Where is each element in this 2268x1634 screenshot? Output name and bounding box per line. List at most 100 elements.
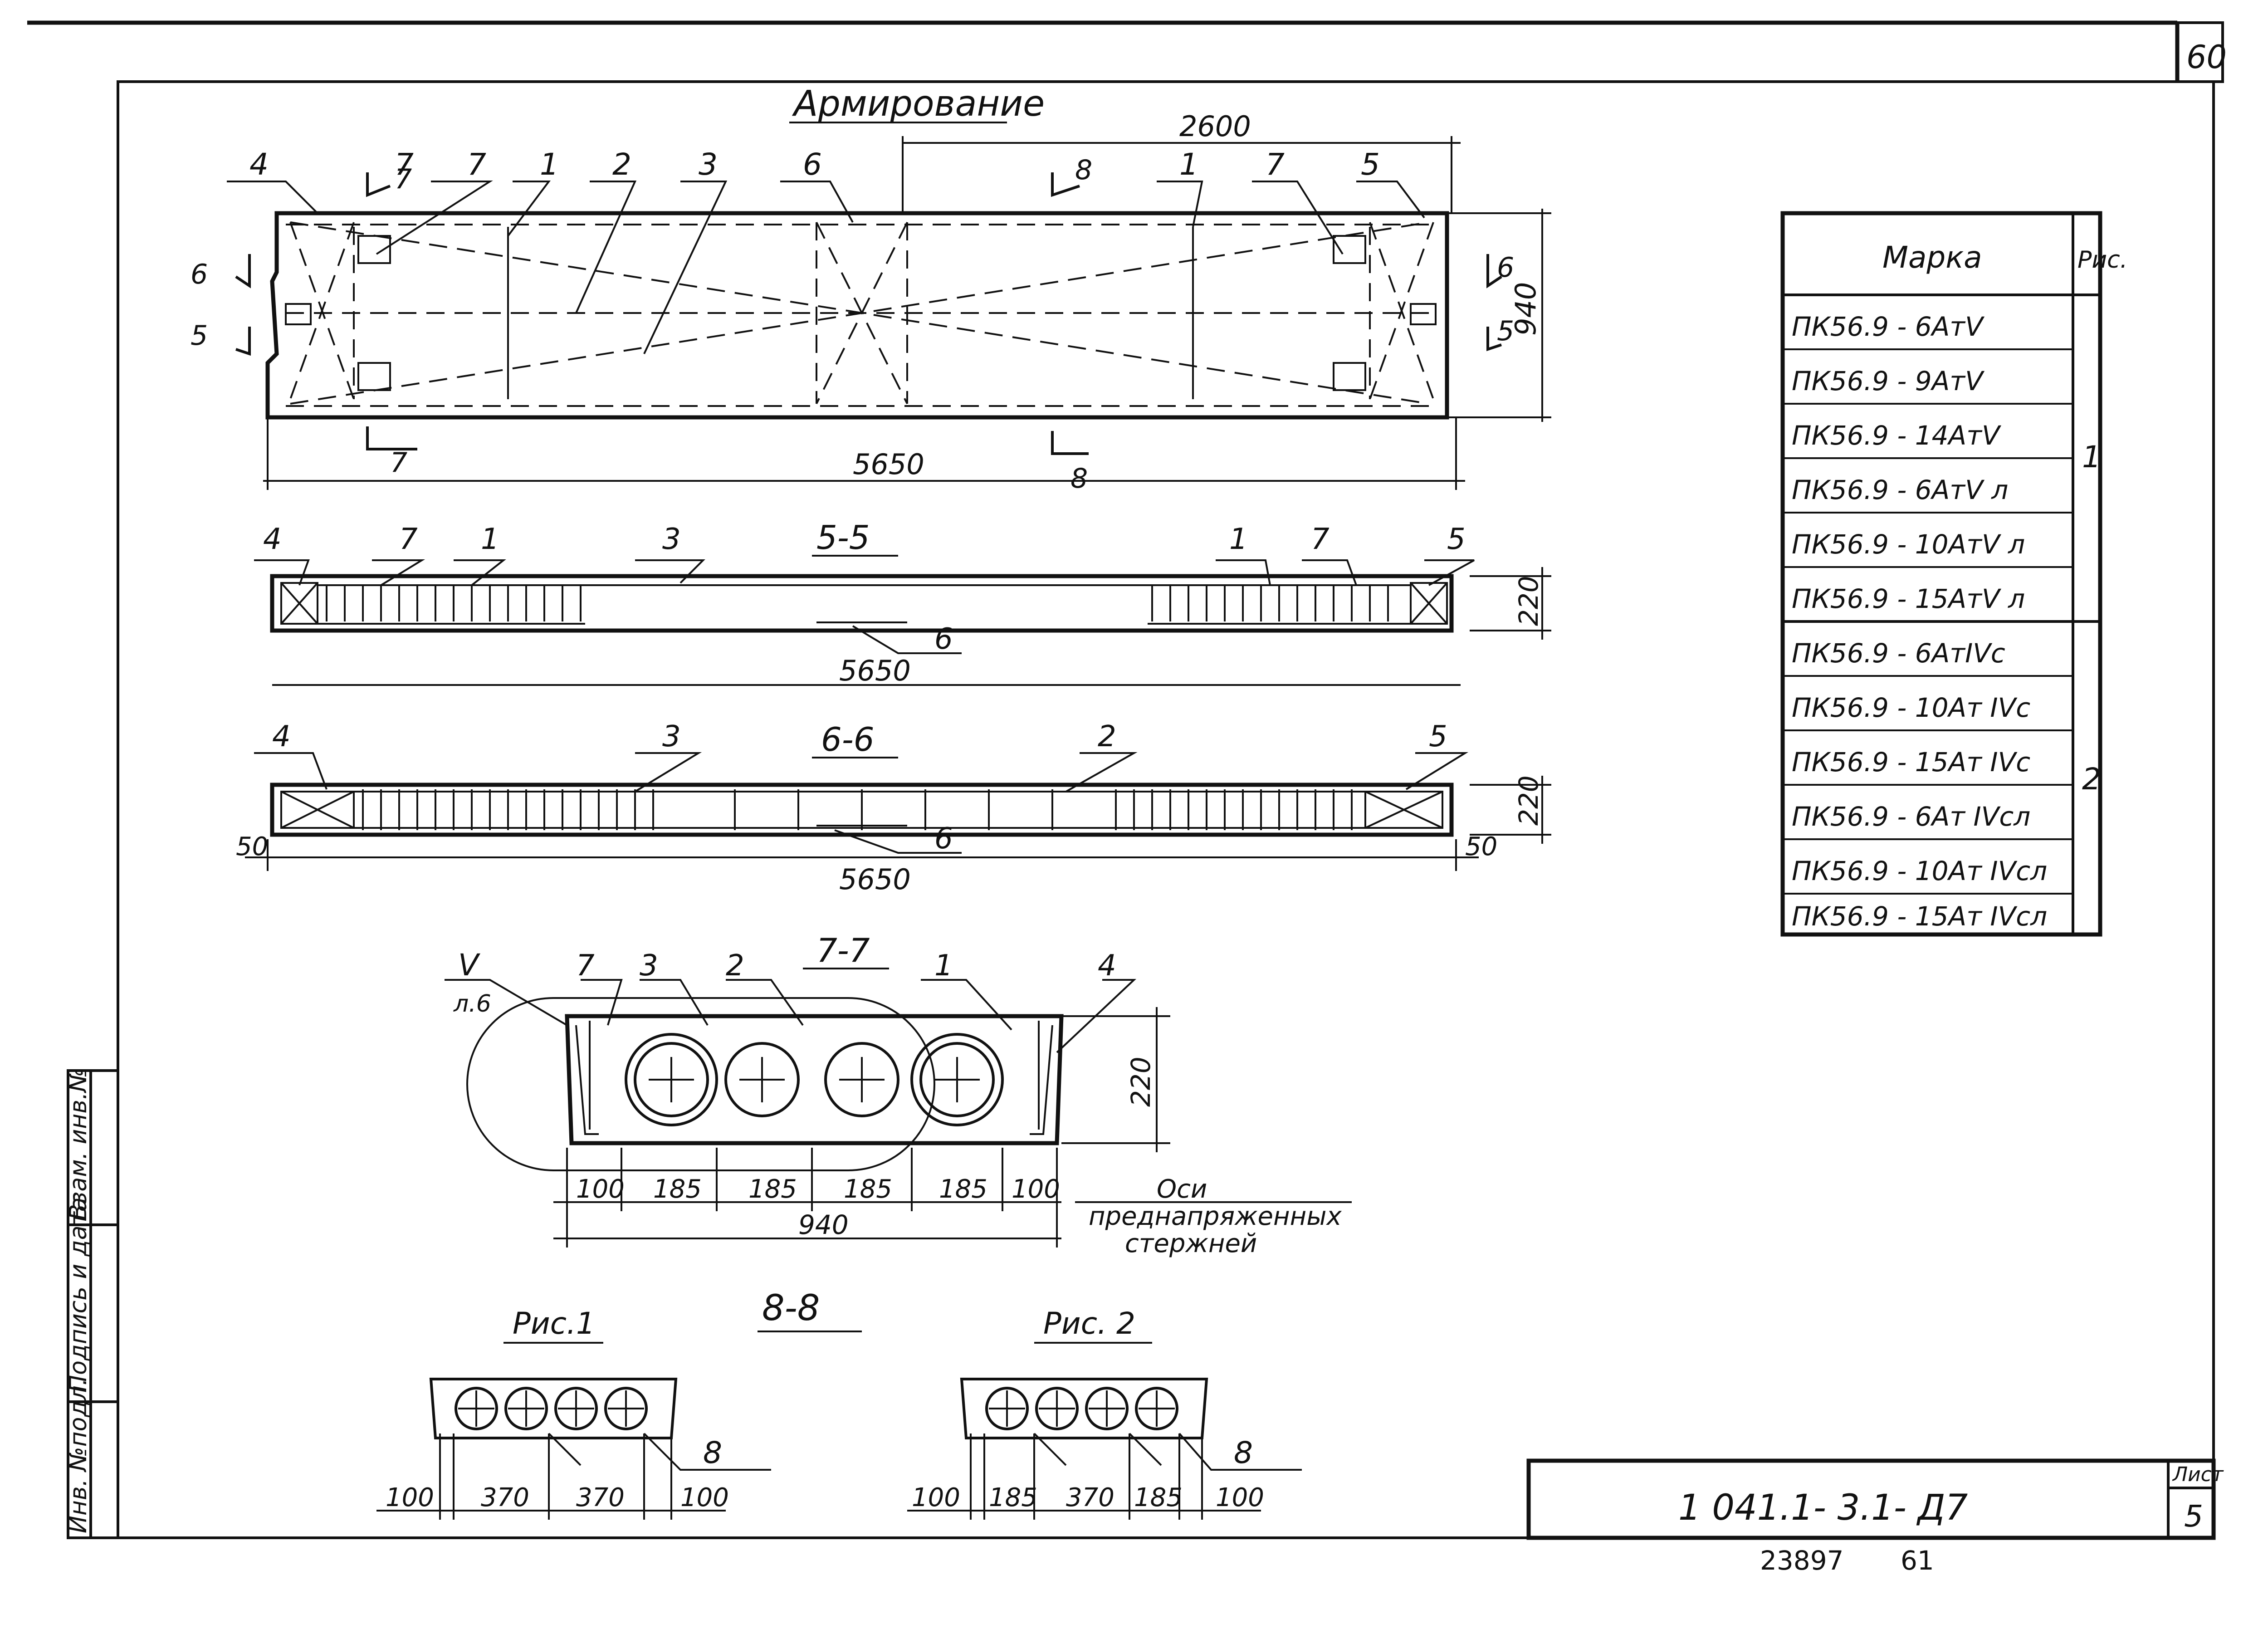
table-header-mark: Марка bbox=[1882, 240, 1982, 275]
corner-sheet-number: 60 bbox=[2186, 39, 2227, 76]
archive-page: 61 bbox=[1901, 1545, 1934, 1576]
s77-pos-2: 2 bbox=[726, 949, 744, 983]
section-7-7 bbox=[445, 968, 1352, 1248]
s55-pos-6: 6 bbox=[934, 622, 953, 656]
fig1-dim-100b: 100 bbox=[680, 1483, 729, 1512]
section-8-8-title: 8-8 bbox=[762, 1288, 820, 1329]
s77-pos-4: 4 bbox=[1098, 949, 1116, 983]
s66-dim-50-left: 50 bbox=[236, 832, 268, 861]
marks-table-grid bbox=[1780, 211, 2102, 937]
stamp-sheet-label: Лист bbox=[2172, 1463, 2224, 1486]
s66-dim-220: 220 bbox=[1513, 775, 1544, 826]
plan-pos-3: 3 bbox=[699, 147, 718, 182]
fig2-section bbox=[907, 1378, 1302, 1520]
s55-dim-220: 220 bbox=[1513, 576, 1544, 626]
side-label-signature: Подпись и дата bbox=[65, 1197, 92, 1393]
sheet-frame bbox=[27, 20, 2224, 1539]
plan-view bbox=[265, 211, 1449, 420]
s77-dim-185a: 185 bbox=[653, 1174, 702, 1204]
table-fig-2: 2 bbox=[2082, 762, 2101, 797]
fig2-dim-100a: 100 bbox=[912, 1483, 960, 1512]
s55-pos-1a: 1 bbox=[481, 523, 499, 556]
s77-node-mark: V bbox=[458, 948, 480, 983]
fig1-dim-100a: 100 bbox=[386, 1483, 434, 1512]
table-row-2: ПК56.9 - 9АтV bbox=[1792, 366, 1985, 396]
s55-pos-1b: 1 bbox=[1229, 523, 1248, 556]
section-6-6-title: 6-6 bbox=[821, 720, 875, 758]
table-row-5: ПК56.9 - 10АтV л bbox=[1792, 529, 2025, 560]
drawing-title: Армирование bbox=[792, 83, 1045, 124]
s66-pos-3: 3 bbox=[662, 720, 681, 753]
plan-section-5-right: 5 bbox=[1497, 315, 1514, 347]
table-fig-1: 1 bbox=[2082, 440, 2101, 475]
table-row-6: ПК56.9 - 15АтV л bbox=[1792, 583, 2025, 614]
fig2-dim-185b: 185 bbox=[1134, 1483, 1183, 1512]
s77-node-sheet: л.6 bbox=[453, 990, 491, 1018]
section-5-5 bbox=[254, 555, 1551, 686]
plan-section-8-bottom: 8 bbox=[1070, 463, 1088, 494]
section-6-6 bbox=[245, 752, 1551, 871]
plan-dim-940: 940 bbox=[1509, 282, 1542, 336]
s77-dim-185c: 185 bbox=[844, 1174, 892, 1204]
fig2-dim-100b: 100 bbox=[1216, 1483, 1264, 1512]
plan-pos-7b: 7 bbox=[467, 147, 486, 182]
fig1-label: Рис.1 bbox=[513, 1306, 595, 1341]
s77-note-line3: стержней bbox=[1125, 1229, 1257, 1258]
side-label-replace: Взам. инв.№ bbox=[65, 1067, 92, 1220]
fig1-dim-370b: 370 bbox=[576, 1483, 625, 1512]
plan-section-5-left: 5 bbox=[191, 320, 208, 352]
s77-note-line2: преднапряженных bbox=[1089, 1202, 1342, 1231]
s66-pos-5: 5 bbox=[1429, 720, 1447, 753]
s77-dim-185d: 185 bbox=[939, 1174, 987, 1204]
s66-pos-4: 4 bbox=[272, 720, 291, 753]
s77-pos-1: 1 bbox=[934, 949, 953, 983]
s55-pos-7a: 7 bbox=[399, 523, 418, 556]
table-row-8: ПК56.9 - 10Ат IVс bbox=[1792, 692, 2030, 723]
title-block bbox=[1526, 1458, 2216, 1540]
s55-pos-7b: 7 bbox=[1311, 523, 1330, 556]
section-5-5-title: 5-5 bbox=[816, 519, 870, 557]
table-row-7: ПК56.9 - 6АтIVс bbox=[1792, 638, 2005, 669]
plan-section-6-right: 6 bbox=[1497, 252, 1514, 284]
s55-pos-5: 5 bbox=[1447, 523, 1466, 556]
plan-pos-1a: 1 bbox=[540, 147, 559, 182]
s55-pos-3: 3 bbox=[662, 523, 681, 556]
section-7-7-title: 7-7 bbox=[816, 931, 870, 969]
fig1-mark-8: 8 bbox=[703, 1435, 722, 1470]
plan-pos-4: 4 bbox=[249, 147, 269, 182]
table-row-3: ПК56.9 - 14АтV bbox=[1792, 420, 2002, 451]
plan-pos-7a: 7 bbox=[395, 147, 414, 182]
plan-leaders bbox=[227, 172, 1502, 455]
table-row-4: ПК56.9 - 6АтV л bbox=[1792, 475, 2008, 505]
s77-dim-100a: 100 bbox=[576, 1174, 625, 1204]
stamp-sheet-number: 5 bbox=[2184, 1499, 2203, 1534]
plan-pos-5: 5 bbox=[1361, 147, 1380, 182]
fig2-dim-370: 370 bbox=[1066, 1483, 1114, 1512]
table-row-9: ПК56.9 - 15Ат IVс bbox=[1792, 747, 2030, 778]
plan-section-7-top: 7 bbox=[395, 163, 412, 195]
s77-dim-100b: 100 bbox=[1012, 1174, 1060, 1204]
s77-dim-220: 220 bbox=[1125, 1057, 1156, 1107]
s77-pos-3: 3 bbox=[640, 949, 658, 983]
table-header-fig: Рис. bbox=[2077, 246, 2127, 274]
plan-dimensions bbox=[263, 136, 1551, 490]
plan-pos-6: 6 bbox=[803, 147, 822, 182]
s55-pos-4: 4 bbox=[263, 523, 282, 556]
side-stamp bbox=[67, 1069, 119, 1539]
s66-pos-6: 6 bbox=[934, 822, 953, 856]
plan-section-7-bottom: 7 bbox=[390, 447, 407, 479]
plan-dim-5650: 5650 bbox=[853, 448, 924, 481]
fig1-section bbox=[376, 1378, 771, 1520]
plan-section-8-top: 8 bbox=[1075, 154, 1092, 186]
plan-pos-1b: 1 bbox=[1179, 147, 1198, 182]
fig1-dim-370a: 370 bbox=[481, 1483, 529, 1512]
s66-pos-2: 2 bbox=[1098, 720, 1116, 753]
s77-dim-185b: 185 bbox=[748, 1174, 797, 1204]
s77-dim-940: 940 bbox=[798, 1209, 849, 1240]
plan-section-6-left: 6 bbox=[191, 259, 208, 290]
plan-pos-7c: 7 bbox=[1266, 147, 1285, 182]
fig2-dim-185a: 185 bbox=[989, 1483, 1037, 1512]
s77-note-line1: Оси bbox=[1157, 1174, 1207, 1204]
archive-number: 23897 bbox=[1760, 1545, 1844, 1576]
